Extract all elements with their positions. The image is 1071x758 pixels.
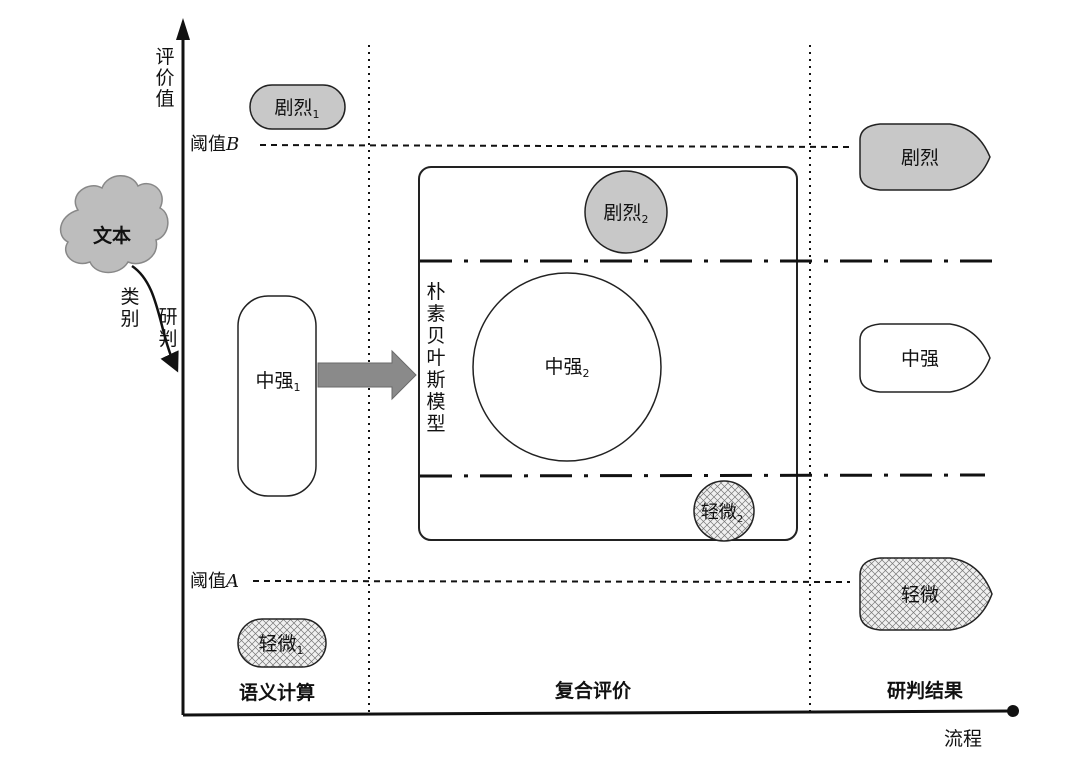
svg-text:贝: 贝 (426, 325, 445, 347)
classify-label-1: 类 (120, 286, 139, 308)
stage2-severe-node: 剧烈2 (584, 170, 668, 254)
threshold-a-line (252, 580, 851, 583)
x-axis-label: 流程 (944, 728, 982, 750)
stage1-severe-node: 剧烈1 (249, 84, 346, 130)
svg-text:型: 型 (426, 413, 445, 435)
svg-text:剧烈1: 剧烈1 (274, 97, 319, 121)
judge-label-2: 判 (158, 328, 177, 350)
svg-text:叶: 叶 (426, 347, 445, 369)
stage1-medium-node: 中强1 (237, 295, 317, 497)
svg-text:中强2: 中强2 (544, 356, 589, 380)
svg-text:素: 素 (426, 303, 445, 325)
svg-text:轻微: 轻微 (901, 584, 939, 606)
judge-label-1: 研 (158, 306, 177, 328)
classify-label-2: 别 (120, 308, 139, 330)
svg-text:剧烈2: 剧烈2 (603, 202, 648, 226)
result-mild-node: 轻微 (859, 557, 993, 631)
threshold-b-line (259, 144, 851, 148)
threshold-b-label: 阈值B (190, 134, 239, 155)
threshold-a-label: 阈值A (190, 571, 239, 592)
svg-text:中强1: 中强1 (255, 370, 300, 394)
stage3-title: 研判结果 (887, 679, 963, 702)
svg-text:轻微2: 轻微2 (701, 502, 743, 525)
y-axis-label-1: 评 (155, 46, 174, 68)
x-axis-end-dot (1007, 705, 1019, 717)
svg-text:朴: 朴 (426, 281, 445, 303)
x-axis (182, 709, 1013, 717)
result-severe-node: 剧烈 (859, 123, 991, 191)
stage1-mild-node: 轻微1 (237, 618, 327, 668)
transfer-arrow (317, 349, 417, 401)
stage2-title: 复合评价 (554, 679, 632, 702)
stage1-title: 语义计算 (239, 681, 315, 704)
y-axis-label-3: 值 (155, 88, 174, 110)
y-axis-label-2: 价 (155, 67, 174, 89)
cloud-label: 文本 (93, 224, 131, 247)
result-medium-node: 中强 (859, 323, 991, 393)
composite-eval-box (418, 166, 798, 541)
lower-dashdot-line (419, 473, 986, 478)
classify-arrow (131, 264, 179, 373)
svg-text:模: 模 (426, 391, 445, 413)
svg-text:剧烈: 剧烈 (901, 147, 939, 169)
svg-text:中强: 中强 (901, 348, 939, 370)
bayes-model-label: 朴 素 贝 叶 斯 模 型 (426, 281, 445, 435)
text-source-cloud: 文本 (59, 175, 169, 274)
stage2-mild-node: 轻微2 (693, 480, 755, 542)
svg-text:斯: 斯 (426, 369, 445, 391)
svg-text:轻微1: 轻微1 (258, 633, 303, 657)
y-axis-arrow (176, 18, 190, 40)
stage2-medium-node: 中强2 (472, 272, 662, 462)
